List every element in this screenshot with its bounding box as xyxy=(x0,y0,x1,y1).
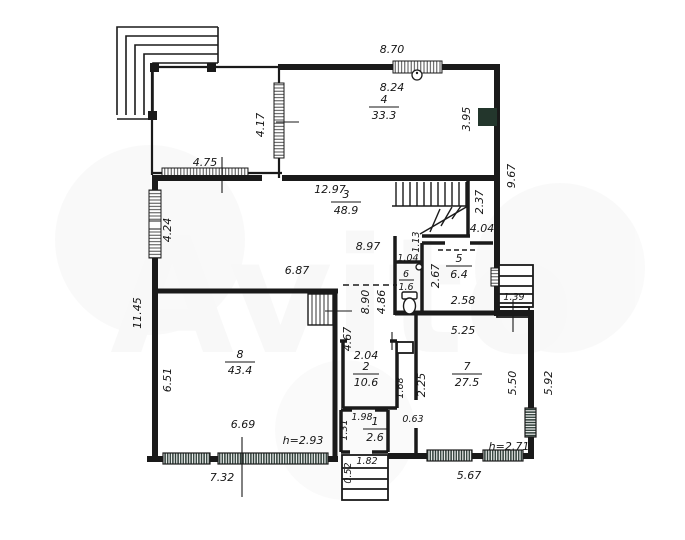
avito-watermark: Avito xyxy=(55,145,645,500)
terrace-posts xyxy=(148,63,216,120)
room-1-area: 2.6 xyxy=(366,431,384,444)
entrance-porch-steps xyxy=(341,454,389,501)
dim-terrace-interior-width: 4.75 xyxy=(193,156,218,169)
room-2-area: 10.6 xyxy=(354,376,379,389)
dim-room8-interior-height: 6.51 xyxy=(161,368,174,393)
dim-top-exterior-width: 8.70 xyxy=(380,43,405,56)
room7-bottom-window-right xyxy=(482,449,524,462)
room7-right-window xyxy=(524,407,537,438)
door-knob-icon xyxy=(415,263,423,271)
room-2-label: 2 10.6 xyxy=(353,360,379,389)
dim-room7-exterior-width: 5.67 xyxy=(457,469,482,482)
dim-porch-width: 1.82 xyxy=(356,456,377,467)
right-porch-steps xyxy=(496,264,534,318)
dimension-ticks xyxy=(221,121,514,497)
dim-room8-ceiling-height: h=2.93 xyxy=(283,434,324,447)
vent-icon xyxy=(411,69,423,81)
dim-room5-width: 2.58 xyxy=(451,294,476,307)
dim-room2-niche-height: 1.68 xyxy=(395,377,406,398)
room-3-number: 3 xyxy=(343,188,350,201)
room-4-number: 4 xyxy=(381,93,388,106)
dim-right-side-lower-height: 5.92 xyxy=(542,371,555,396)
room-5-number: 5 xyxy=(456,252,463,265)
dim-room4-chimney-offset: 3.95 xyxy=(460,107,473,132)
room-4-label: 4 33.3 xyxy=(369,93,399,122)
room-3-area: 48.9 xyxy=(334,204,359,217)
room-6-area: 1.6 xyxy=(398,282,413,293)
dim-stair-depth: 2.37 xyxy=(473,190,486,215)
terrace-walls xyxy=(150,65,282,178)
room-8-area: 43.4 xyxy=(228,364,253,377)
room-7-number: 7 xyxy=(464,360,471,373)
room-1-number: 1 xyxy=(372,415,379,428)
exterior-stair-top-left xyxy=(116,26,219,120)
dim-room7-ceiling-height: h=2.71 xyxy=(489,440,530,453)
room-6-number: 6 xyxy=(403,269,409,280)
dim-wc-width: 1.04 xyxy=(397,253,418,264)
toilet-icon xyxy=(401,291,418,315)
room-7-area: 27.5 xyxy=(455,376,480,389)
terrace-window-right xyxy=(273,82,285,159)
dim-room3-bottom-width: 6.87 xyxy=(285,264,310,277)
dim-right-side-upper-height: 9.67 xyxy=(505,164,518,189)
room-4-area: 33.3 xyxy=(372,109,397,122)
dim-room2-opening-width: 2.04 xyxy=(354,349,379,362)
dim-room1-left-height: 1.31 xyxy=(339,419,350,440)
dim-room4-interior-width: 8.24 xyxy=(380,81,405,94)
room-8-label: 8 43.4 xyxy=(225,348,255,377)
dim-right-porch-width: 1.39 xyxy=(503,292,524,303)
room2-niche xyxy=(396,341,414,354)
main-staircase xyxy=(392,182,469,235)
dim-room3-top-width: 12.97 xyxy=(314,183,346,196)
dim-room5-depth: 2.67 xyxy=(429,264,442,289)
room3-left-window-mullion xyxy=(148,220,162,230)
room8-chimney xyxy=(307,293,334,326)
dim-left-side-height: 11.45 xyxy=(131,297,144,329)
dim-room3-window-height: 4.24 xyxy=(161,218,174,243)
dim-room7-right-height: 5.50 xyxy=(506,371,519,396)
room7-bottom-window-left xyxy=(426,449,473,462)
dim-hall-depth-inner: 4.86 xyxy=(375,290,388,315)
dim-porch-depth: 0.52 xyxy=(343,462,354,483)
room-2-number: 2 xyxy=(363,360,370,373)
room-3-label: 3 48.9 xyxy=(331,188,361,217)
dim-stair-hall-width: 4.04 xyxy=(470,222,495,235)
dim-corridor-door-width: 0.63 xyxy=(402,414,423,425)
room4-chimney xyxy=(478,108,497,126)
room8-bottom-window-right xyxy=(217,452,329,465)
dim-room7-top-width: 5.25 xyxy=(451,324,476,337)
room-5-label: 5 6.4 xyxy=(446,252,472,281)
room-1-label: 1 2.6 xyxy=(363,415,387,444)
zone-dashed-lines xyxy=(343,249,477,286)
partition-walls xyxy=(339,178,493,458)
room-5-area: 6.4 xyxy=(450,268,468,281)
dim-shaft-height: 1.13 xyxy=(411,231,422,252)
dim-terrace-window-height: 4.17 xyxy=(254,113,267,138)
dim-hall-depth-full: 8.90 xyxy=(359,290,372,315)
dim-room8-interior-width: 6.69 xyxy=(231,418,256,431)
room-6-label: 6 1.6 xyxy=(398,269,414,293)
room-8-number: 8 xyxy=(237,348,244,361)
room8-bottom-window-left xyxy=(162,452,211,465)
dim-room1-top-width: 1.98 xyxy=(351,412,372,423)
dim-room8-exterior-width: 7.32 xyxy=(210,471,235,484)
dim-corridor-width: 2.25 xyxy=(415,373,428,398)
dim-hall-height: 4.67 xyxy=(341,327,354,352)
exterior-walls xyxy=(147,64,534,462)
room-7-label: 7 27.5 xyxy=(452,360,482,389)
dim-room3-mid-width: 8.97 xyxy=(356,240,381,253)
